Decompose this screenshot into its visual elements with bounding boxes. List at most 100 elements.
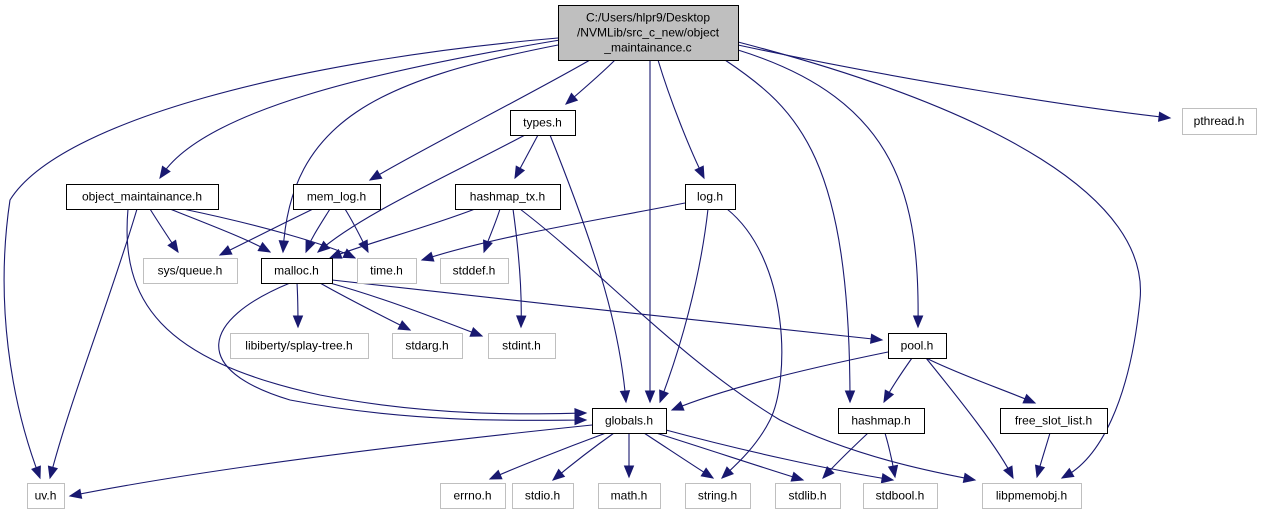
arrowhead-icon	[844, 390, 856, 404]
node-root[interactable]: C:/Users/hlpr9/Desktop/NVMLib/src_c_new/…	[558, 5, 739, 61]
node-label: types.h	[523, 116, 562, 130]
node-time: time.h	[357, 258, 417, 284]
edge-hashmap-tx-to-malloc	[328, 208, 476, 259]
node-label: stdlib.h	[788, 489, 826, 503]
node-label: hashmap_tx.h	[470, 190, 545, 204]
arrowhead-icon	[488, 469, 503, 480]
node-malloc[interactable]: malloc.h	[261, 258, 333, 284]
edge-line	[319, 282, 411, 331]
node-box	[357, 258, 417, 284]
edge-root-to-object-maintainance	[159, 39, 561, 180]
node-math: math.h	[598, 483, 661, 509]
node-label: pool.h	[901, 339, 934, 353]
node-label: /NVMLib/src_c_new/object	[577, 26, 720, 40]
edge-line	[489, 432, 607, 480]
arrowhead-icon	[1022, 393, 1037, 404]
edge-line	[519, 208, 976, 481]
edge-line	[659, 208, 709, 403]
node-box	[27, 483, 65, 509]
edge-line	[721, 208, 783, 479]
edge-root-to-types	[564, 59, 616, 105]
node-box	[261, 258, 333, 284]
edge-malloc-to-stdarg	[319, 282, 412, 331]
edge-root-to-malloc	[278, 44, 559, 254]
node-label: stdbool.h	[876, 489, 925, 503]
arrowhead-icon	[574, 414, 588, 426]
edge-object-maintainance-to-uv	[47, 208, 138, 480]
node-label: errno.h	[453, 489, 491, 503]
node-label: string.h	[698, 489, 737, 503]
node-label: stdio.h	[525, 489, 560, 503]
arrowhead-icon	[47, 465, 59, 480]
node-hashmap-tx[interactable]: hashmap_tx.h	[455, 184, 561, 210]
node-stdlib: stdlib.h	[775, 483, 841, 509]
arrowhead-icon	[316, 240, 331, 253]
arrowhead-icon	[551, 468, 566, 481]
node-box	[1182, 108, 1257, 135]
edge-line	[671, 351, 889, 411]
arrowhead-icon	[1003, 465, 1014, 480]
edge-line	[925, 357, 1036, 404]
node-errno: errno.h	[440, 483, 506, 509]
edge-line	[737, 44, 1171, 119]
node-label: time.h	[370, 264, 403, 278]
edge-line	[69, 424, 593, 497]
edge-line	[159, 39, 561, 179]
arrowhead-icon	[278, 240, 290, 254]
node-label: libpmemobj.h	[996, 489, 1067, 503]
edge-free-slot-list-to-libpmemobj	[1034, 432, 1051, 479]
arrowhead-icon	[167, 239, 179, 254]
edges-layer	[3, 37, 1172, 499]
edge-malloc-to-globals	[218, 282, 588, 426]
arrowhead-icon	[623, 465, 635, 479]
edge-log-to-time	[420, 202, 686, 262]
node-log[interactable]: log.h	[685, 184, 736, 210]
node-stddef: stddef.h	[440, 258, 509, 284]
edge-globals-to-math	[623, 433, 635, 479]
node-mem-log[interactable]: mem_log.h	[293, 184, 381, 210]
edge-line	[329, 208, 476, 259]
node-box	[143, 258, 238, 284]
arrowhead-icon	[514, 165, 526, 180]
node-box	[512, 483, 574, 509]
edge-globals-to-stdbool	[665, 429, 895, 484]
edge-line	[282, 44, 559, 253]
arrowhead-icon	[564, 92, 579, 105]
arrowhead-icon	[694, 165, 705, 180]
arrowhead-icon	[822, 466, 835, 479]
node-box	[558, 5, 739, 61]
edge-line	[329, 282, 483, 337]
edge-pool-to-hashmap	[883, 357, 913, 404]
edge-hashmap-tx-to-stddef	[483, 208, 501, 254]
node-label: mem_log.h	[307, 190, 366, 204]
edge-root-to-mem-log	[368, 59, 591, 181]
arrowhead-icon	[420, 251, 435, 262]
node-stdbool: stdbool.h	[863, 483, 938, 509]
edge-hashmap-to-stdlib	[822, 432, 869, 479]
arrowhead-icon	[869, 333, 884, 344]
arrowhead-icon	[368, 169, 383, 181]
edge-pool-to-free-slot-list	[925, 357, 1037, 404]
edge-malloc-to-splay-tree	[292, 282, 304, 329]
node-types[interactable]: types.h	[510, 110, 576, 136]
node-globals[interactable]: globals.h	[592, 408, 667, 434]
node-free-slot-list[interactable]: free_slot_list.h	[1000, 408, 1108, 434]
edge-root-to-pthread	[737, 44, 1172, 122]
node-box	[510, 110, 576, 136]
edge-root-to-uv	[3, 37, 559, 480]
node-object-maintainance[interactable]: object_maintainance.h	[66, 184, 219, 210]
edge-globals-to-stdlib	[655, 432, 805, 482]
edge-root-to-log	[657, 59, 705, 180]
edge-line	[549, 134, 627, 403]
node-pool[interactable]: pool.h	[888, 333, 947, 359]
edge-log-to-string	[721, 208, 783, 479]
edge-globals-to-errno	[488, 432, 607, 480]
arrowhead-icon	[644, 390, 656, 404]
node-box	[66, 184, 219, 210]
node-box	[598, 483, 661, 509]
edge-line	[169, 208, 271, 253]
node-hashmap[interactable]: hashmap.h	[838, 408, 925, 434]
edge-mem-log-to-sys-queue	[218, 208, 314, 256]
edge-line	[369, 59, 591, 181]
